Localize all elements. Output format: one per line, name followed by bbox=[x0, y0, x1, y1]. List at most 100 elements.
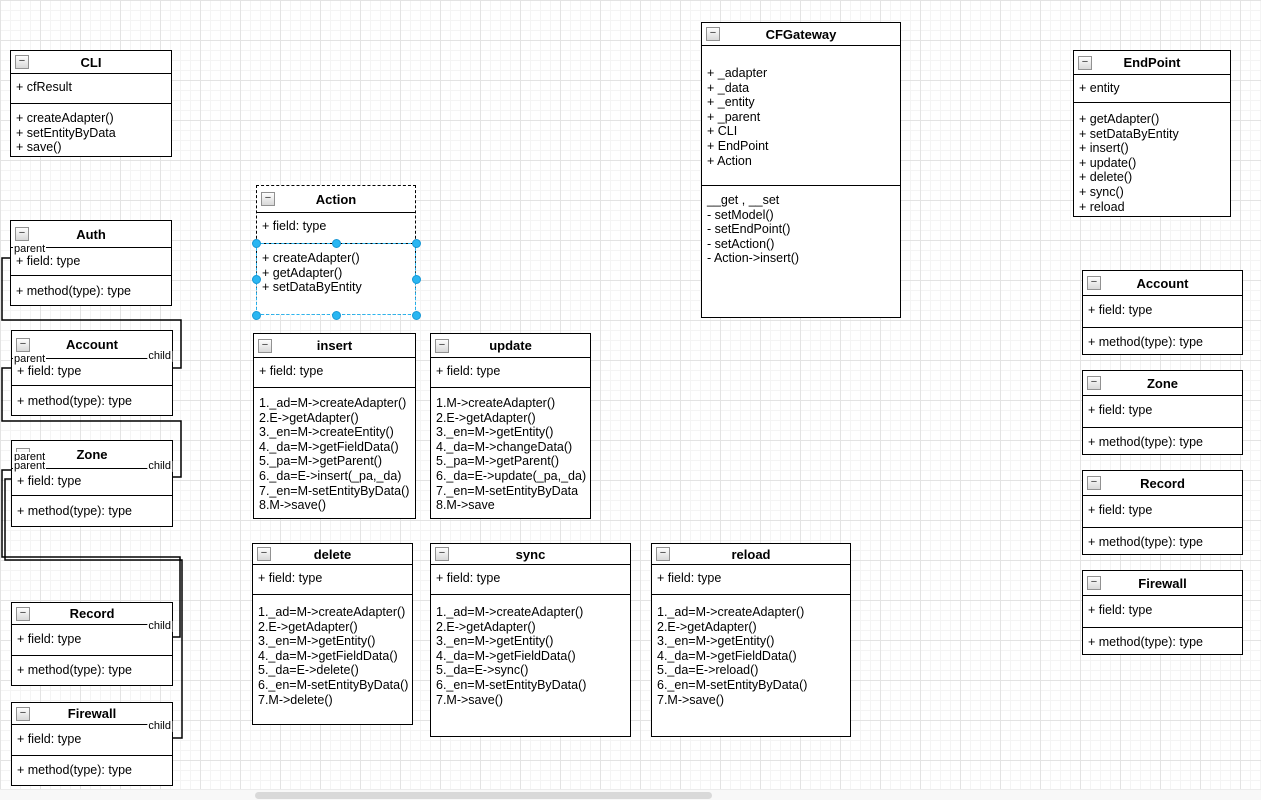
field-row[interactable]: + Action bbox=[707, 153, 752, 168]
method-row[interactable]: + createAdapter() bbox=[262, 251, 360, 265]
method-row[interactable]: 4._da=M->getFieldData() bbox=[657, 648, 797, 663]
edge-label-parent[interactable]: parent bbox=[13, 243, 47, 255]
edge-label-parent[interactable]: parent bbox=[13, 451, 47, 463]
class-methods-action[interactable]: + createAdapter()+ getAdapter()+ setData… bbox=[257, 244, 415, 314]
class-title-row-insert[interactable]: −insert bbox=[254, 334, 415, 358]
class-fields-firewall-left[interactable]: + field: type bbox=[12, 725, 172, 756]
method-row[interactable]: + getAdapter() bbox=[1079, 112, 1160, 126]
field-row[interactable]: + field: type bbox=[436, 364, 501, 378]
method-row[interactable]: 2.E->getAdapter() bbox=[259, 410, 359, 425]
method-row[interactable]: 7.M->save() bbox=[657, 692, 725, 707]
field-row[interactable]: + field: type bbox=[1088, 403, 1153, 417]
class-methods-delete[interactable]: 1._ad=M->createAdapter()2.E->getAdapter(… bbox=[253, 595, 412, 724]
class-fields-cli[interactable]: + cfResult bbox=[11, 74, 171, 104]
class-insert[interactable]: −insert+ field: type 1._ad=M->createAdapt… bbox=[253, 333, 416, 519]
class-fields-insert[interactable]: + field: type bbox=[254, 358, 415, 388]
class-account-right[interactable]: −Account + field: type + method(type): typ… bbox=[1082, 270, 1243, 355]
method-row[interactable]: 7._en=M-setEntityByData() bbox=[259, 483, 410, 498]
edge-label-parent[interactable]: parent bbox=[13, 460, 47, 472]
field-row[interactable]: + field: type bbox=[16, 254, 81, 268]
method-row[interactable]: + sync() bbox=[1079, 184, 1124, 199]
collapse-minus-icon[interactable]: − bbox=[1087, 576, 1101, 590]
method-row[interactable]: 5._pa=M->getParent() bbox=[259, 454, 382, 469]
class-methods-zone-right[interactable]: + method(type): type bbox=[1083, 428, 1242, 454]
selection-resize-handle[interactable] bbox=[411, 274, 421, 284]
class-fields-sync[interactable]: + field: type bbox=[431, 565, 630, 595]
field-row[interactable]: + field: type bbox=[258, 571, 323, 585]
class-title-row-firewall-right[interactable]: −Firewall bbox=[1083, 571, 1242, 596]
method-row[interactable]: + save() bbox=[16, 140, 62, 155]
collapse-minus-icon[interactable]: − bbox=[435, 338, 449, 353]
class-title-row-auth[interactable]: −Auth bbox=[11, 221, 171, 248]
class-fields-account-right[interactable]: + field: type bbox=[1083, 296, 1242, 328]
method-row[interactable]: + delete() bbox=[1079, 170, 1133, 185]
class-methods-firewall-left[interactable]: + method(type): type bbox=[12, 756, 172, 785]
class-title-row-firewall-left[interactable]: −Firewall bbox=[12, 703, 172, 725]
class-methods-zone-left[interactable]: + method(type): type bbox=[12, 496, 172, 526]
method-row[interactable]: 1._ad=M->createAdapter() bbox=[259, 396, 407, 410]
class-zone-right[interactable]: −Zone + field: type + method(type): type bbox=[1082, 370, 1243, 455]
class-cli[interactable]: −CLI+ cfResult+ createAdapter()+ setEnti… bbox=[10, 50, 172, 157]
class-fields-firewall-right[interactable]: + field: type bbox=[1083, 596, 1242, 628]
method-row[interactable]: 7.M->save() bbox=[436, 692, 504, 707]
method-row[interactable]: + method(type): type bbox=[1088, 635, 1203, 649]
method-row[interactable]: 4._da=M->getFieldData() bbox=[258, 648, 398, 663]
class-methods-auth[interactable]: + method(type): type bbox=[11, 276, 171, 305]
edge-account-parent-to-zone-child[interactable]: account-parent-to-zone-child bbox=[1, 367, 182, 478]
class-fields-auth[interactable]: + field: type bbox=[11, 248, 171, 276]
field-row[interactable]: + EndPoint bbox=[707, 138, 769, 153]
method-row[interactable]: 1._ad=M->createAdapter() bbox=[258, 605, 406, 619]
collapse-minus-icon[interactable]: − bbox=[706, 27, 720, 41]
selection-resize-handle[interactable] bbox=[411, 238, 421, 248]
method-row[interactable]: 7.M->delete() bbox=[258, 692, 333, 707]
class-title-row-account-right[interactable]: −Account bbox=[1083, 271, 1242, 296]
class-title-row-record-right[interactable]: −Record bbox=[1083, 471, 1242, 496]
collapse-minus-icon[interactable]: − bbox=[257, 547, 271, 561]
class-title-row-reload[interactable]: −reload bbox=[652, 544, 850, 565]
horizontal-scrollbar[interactable] bbox=[0, 789, 1261, 800]
collapse-minus-icon[interactable]: − bbox=[1087, 376, 1101, 390]
class-title-row-zone-right[interactable]: −Zone bbox=[1083, 371, 1242, 396]
edge-label-child[interactable]: child bbox=[147, 460, 172, 472]
method-row[interactable]: 2.E->getAdapter() bbox=[657, 619, 757, 634]
method-row[interactable]: - setAction() bbox=[707, 236, 775, 251]
field-row[interactable]: + _entity bbox=[707, 95, 755, 110]
method-row[interactable]: 2.E->getAdapter() bbox=[258, 619, 358, 634]
selection-resize-handle[interactable] bbox=[331, 238, 341, 248]
method-row[interactable]: 6._da=E->update(_pa,_da) bbox=[436, 468, 587, 483]
class-firewall-right[interactable]: −Firewall+ field: type + method(type): ty… bbox=[1082, 570, 1243, 655]
field-row[interactable]: + field: type bbox=[17, 364, 82, 378]
method-row[interactable]: + getAdapter() bbox=[262, 265, 343, 280]
method-row[interactable]: + setEntityByData bbox=[16, 125, 116, 140]
method-row[interactable]: + reload bbox=[1079, 199, 1125, 214]
method-row[interactable]: 6._en=M-setEntityByData() bbox=[258, 677, 409, 692]
class-methods-update[interactable]: 1.M->createAdapter()2.E->getAdapter()3._… bbox=[431, 388, 590, 518]
class-methods-record-right[interactable]: + method(type): type bbox=[1083, 528, 1242, 554]
edge-label-parent[interactable]: parent bbox=[13, 353, 47, 365]
method-row[interactable]: 5._da=E->sync() bbox=[436, 663, 529, 678]
field-row[interactable]: + field: type bbox=[1088, 303, 1153, 317]
field-row[interactable]: + field: type bbox=[17, 632, 82, 646]
collapse-minus-icon[interactable]: − bbox=[261, 192, 275, 206]
class-methods-account-right[interactable]: + method(type): type bbox=[1083, 328, 1242, 354]
class-title-row-action[interactable]: −Action bbox=[257, 186, 415, 213]
method-row[interactable]: 1.M->createAdapter() bbox=[436, 396, 556, 410]
method-row[interactable]: 4._da=M->getFieldData() bbox=[436, 648, 576, 663]
method-row[interactable]: 6._en=M-setEntityByData() bbox=[436, 677, 587, 692]
class-fields-endpoint[interactable]: + entity bbox=[1074, 75, 1230, 103]
method-row[interactable]: + method(type): type bbox=[17, 663, 132, 677]
class-title-row-sync[interactable]: −sync bbox=[431, 544, 630, 565]
field-row[interactable]: + field: type bbox=[17, 474, 82, 488]
selection-resize-handle[interactable] bbox=[251, 274, 261, 284]
class-auth[interactable]: −Auth + field: type + method(type): type bbox=[10, 220, 172, 306]
edge-label-child[interactable]: child bbox=[147, 720, 172, 732]
edge-auth-parent-to-account-child[interactable]: auth-parent-to-account-child bbox=[1, 257, 182, 369]
method-row[interactable]: - setEndPoint() bbox=[707, 222, 791, 237]
class-fields-zone-left[interactable]: + field: type bbox=[12, 469, 172, 496]
method-row[interactable]: - Action->insert() bbox=[707, 251, 800, 266]
field-row[interactable]: + _parent bbox=[707, 109, 761, 124]
